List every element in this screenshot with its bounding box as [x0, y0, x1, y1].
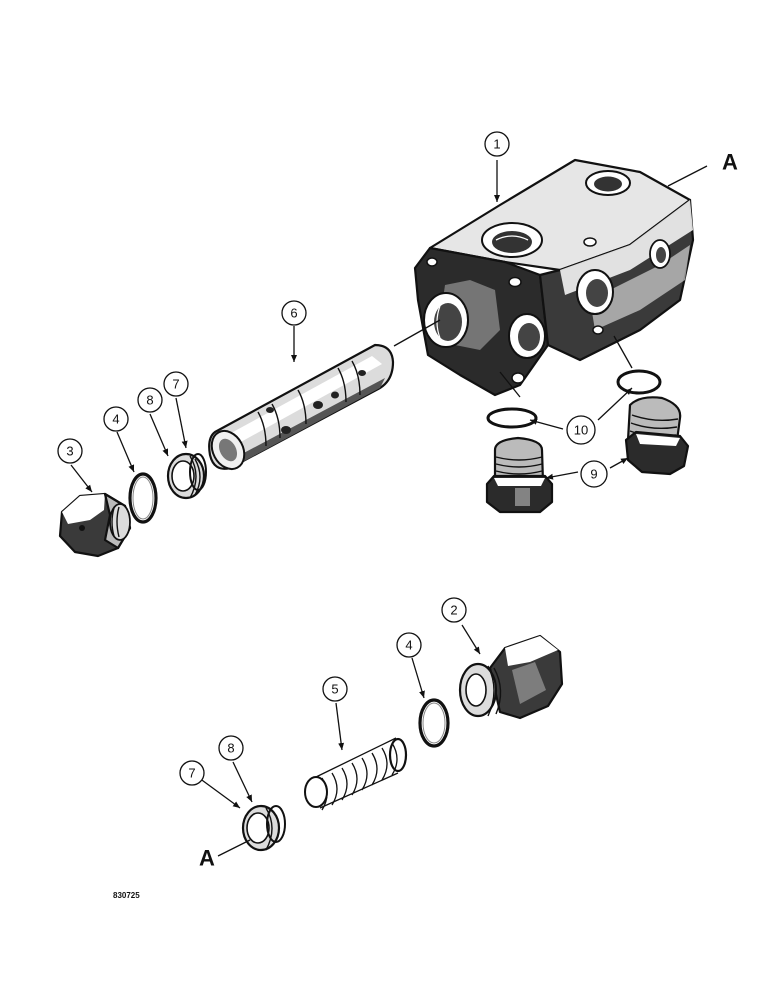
fitting — [458, 634, 564, 720]
callout-label: 7 — [188, 766, 195, 781]
valve-housing — [413, 158, 695, 397]
plug-right — [624, 396, 690, 476]
callout-label: 7 — [172, 377, 179, 392]
o-rings-pair — [486, 369, 662, 429]
figure-code: 830725 — [113, 891, 140, 900]
leader-lines — [70, 160, 708, 857]
seal-ring-upper — [166, 452, 207, 500]
callout-4-lower: 4 — [396, 632, 422, 658]
callout-5: 5 — [322, 676, 348, 702]
callout-label: 5 — [331, 682, 338, 697]
callout-label: 8 — [146, 393, 153, 408]
callout-label: 1 — [493, 137, 500, 152]
callout-8-lower: 8 — [218, 735, 244, 761]
callout-6: 6 — [281, 300, 307, 326]
callout-label: 10 — [574, 423, 588, 438]
spring — [304, 737, 408, 811]
spool — [208, 343, 395, 471]
callout-label: 4 — [405, 638, 412, 653]
callout-7-upper: 7 — [163, 371, 189, 397]
callout-label: 3 — [66, 444, 73, 459]
callout-label: 2 — [450, 603, 457, 618]
callout-8-upper: 8 — [137, 387, 163, 413]
callout-10: 10 — [566, 415, 596, 445]
callout-label: 8 — [227, 741, 234, 756]
callout-label: 9 — [590, 467, 597, 482]
callout-7-lower: 7 — [179, 760, 205, 786]
seal-ring-lower — [241, 804, 286, 852]
reference-letter-lower: A — [199, 846, 215, 871]
callout-1: 1 — [484, 131, 510, 157]
callout-label: 6 — [290, 306, 297, 321]
callout-3: 3 — [57, 438, 83, 464]
o-ring-upper — [128, 472, 158, 524]
callout-9: 9 — [580, 460, 608, 488]
reference-letter-upper: A — [722, 150, 738, 175]
callout-2: 2 — [441, 597, 467, 623]
callout-4-upper: 4 — [103, 406, 129, 432]
callout-label: 4 — [112, 412, 119, 427]
plug-left — [485, 436, 554, 514]
plug-cap — [58, 492, 132, 558]
o-ring-lower — [418, 698, 450, 748]
